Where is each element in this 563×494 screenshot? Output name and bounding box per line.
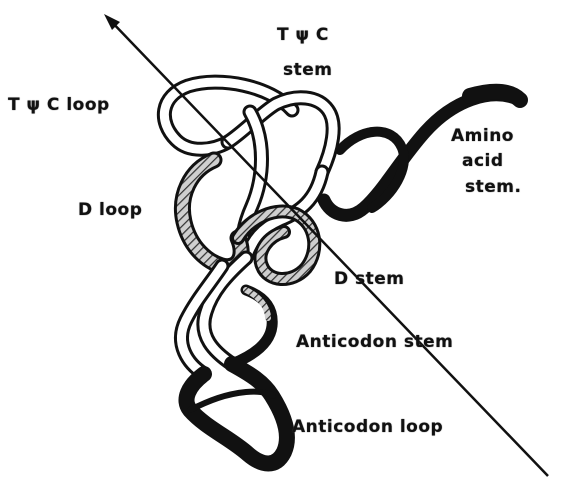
label-anticodon-loop: Anticodon loop <box>292 418 443 437</box>
anticodon-stem-ribbon <box>181 258 272 374</box>
anticodon-loop-ribbon <box>186 364 286 464</box>
label-d-stem: D stem <box>334 270 405 289</box>
label-d-loop: D loop <box>78 201 142 220</box>
d-loop-ribbon <box>182 160 241 267</box>
label-anticodon-stem: Anticodon stem <box>296 333 453 352</box>
label-tpsic-stem-line1: T ψ C <box>277 26 329 45</box>
label-amino-line3: stem. <box>465 178 521 197</box>
molecular-axis <box>104 14 548 476</box>
label-tpsic-stem-line2: stem <box>283 61 333 80</box>
tpsic-loop-ribbon <box>164 82 333 172</box>
label-amino-line1: Amino <box>451 127 514 146</box>
label-amino-line2: acid <box>462 152 504 171</box>
label-tpsic-loop: T ψ C loop <box>8 96 110 115</box>
